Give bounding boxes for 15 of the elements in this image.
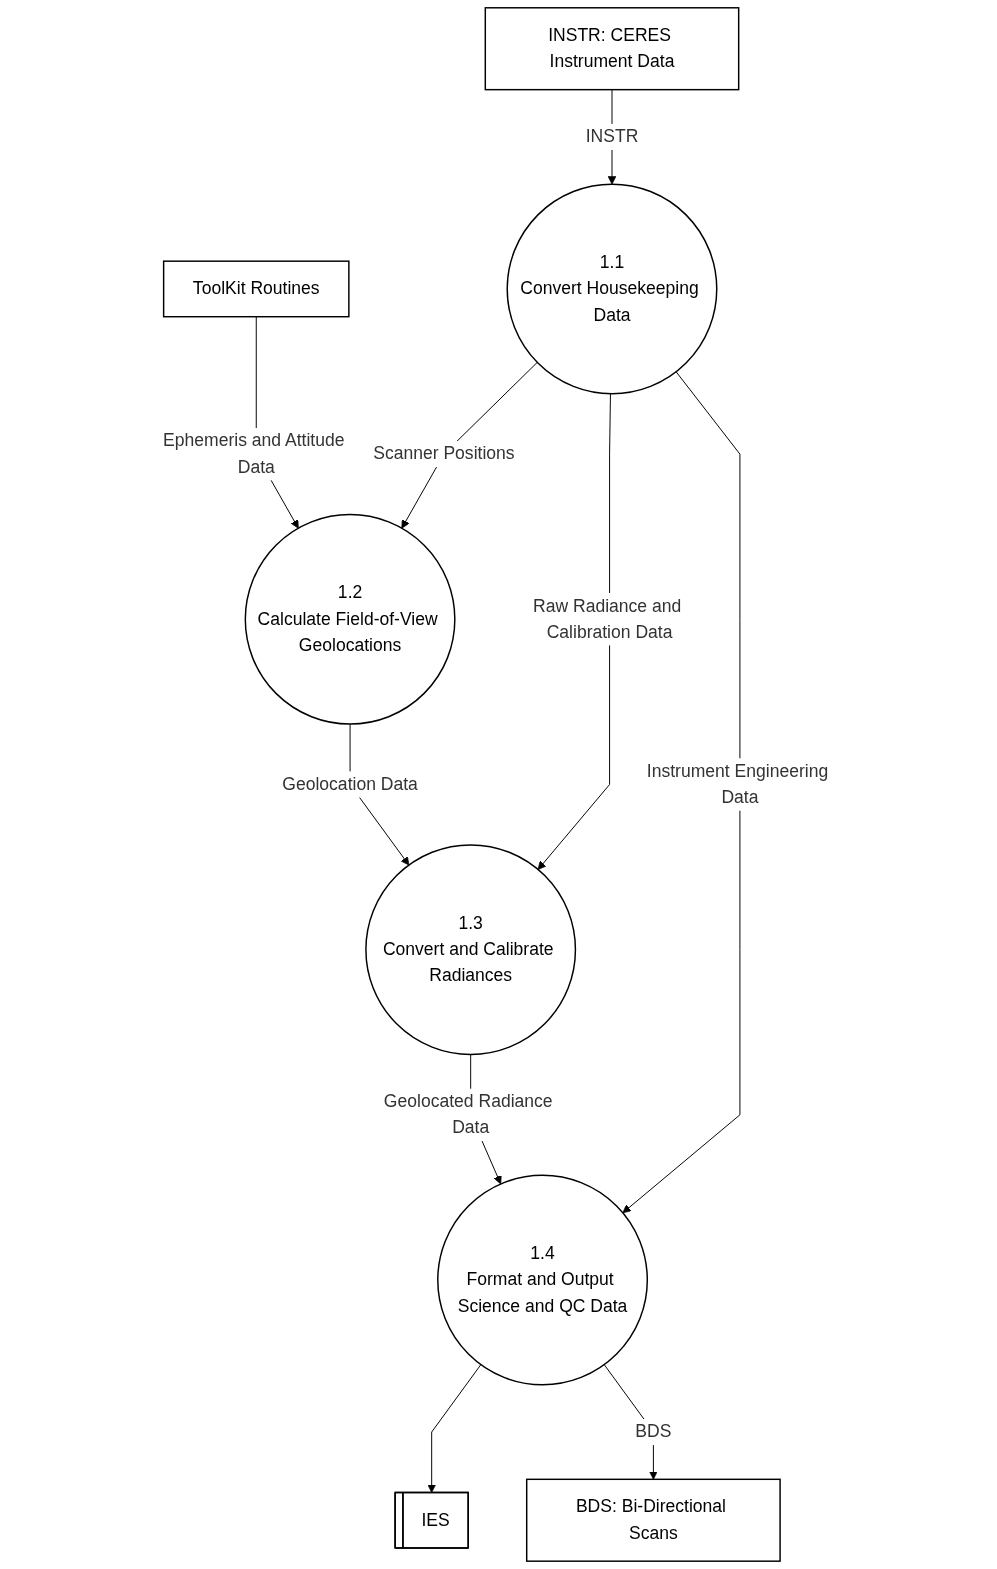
edge-label: Ephemeris and Attitude Data <box>163 430 345 477</box>
edge-label: BDS <box>635 1421 672 1442</box>
node-circle: 1.3 Convert and Calibrate Radiances <box>365 844 577 1056</box>
node-circle: 1.4 Format and Output Science and QC Data <box>437 1174 649 1386</box>
edge-label: Instrument Engineering Data <box>647 761 829 807</box>
edge-label: Geolocation Data <box>282 774 419 794</box>
node-circle: 1.2 Calculate Field-of-View Geolocations <box>245 513 456 725</box>
edge-label: Geolocated Radiance Data <box>384 1091 553 1138</box>
node-circle: 1.1 Convert Housekeeping Data <box>506 183 718 395</box>
edge-label: INSTR <box>586 126 639 147</box>
edge-label: Scanner Positions <box>373 443 515 464</box>
node-box: BDS: Bi-Directional Scans <box>526 1478 782 1562</box>
edge-label: Raw Radiance and Calibration Data <box>533 595 682 642</box>
node-box: INSTR: CERES Instrument Data <box>484 7 740 91</box>
node-box: ToolKit Routines <box>163 260 350 318</box>
